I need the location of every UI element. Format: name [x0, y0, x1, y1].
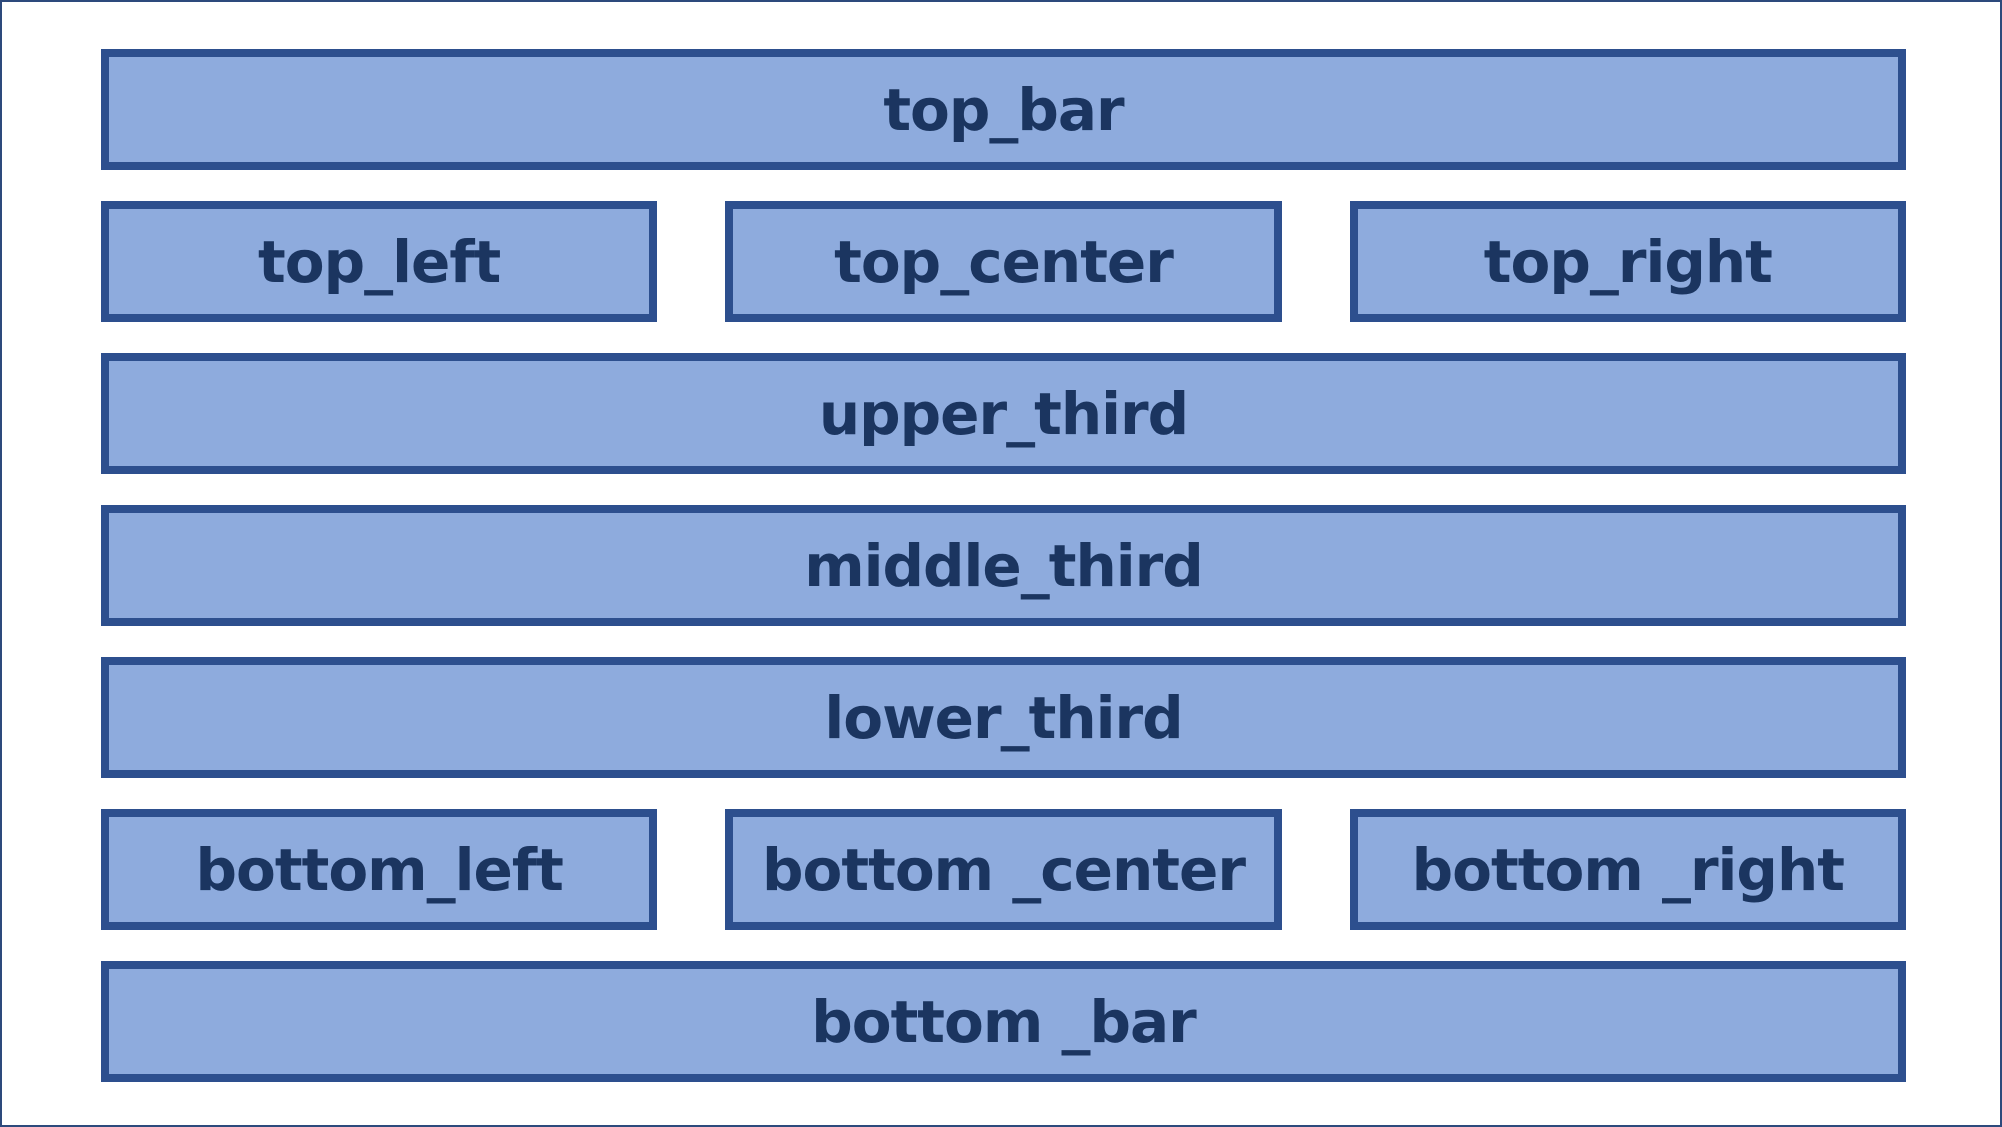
- region-top-left: top_left: [101, 201, 658, 322]
- region-top-right: top_right: [1349, 201, 1906, 322]
- region-middle-third: middle_third: [101, 505, 1906, 626]
- region-lower-third: lower_third: [101, 657, 1906, 778]
- region-bottom-right: bottom _right: [1349, 809, 1906, 930]
- region-bottom-left: bottom_left: [101, 809, 658, 930]
- region-top-center: top_center: [725, 201, 1282, 322]
- region-bottom-bar: bottom _bar: [101, 961, 1906, 1082]
- region-top-bar: top_bar: [101, 49, 1906, 170]
- region-bottom-center: bottom _center: [725, 809, 1282, 930]
- region-upper-third: upper_third: [101, 353, 1906, 474]
- layout-grid: top_bar top_left top_center top_right up…: [101, 49, 1906, 1082]
